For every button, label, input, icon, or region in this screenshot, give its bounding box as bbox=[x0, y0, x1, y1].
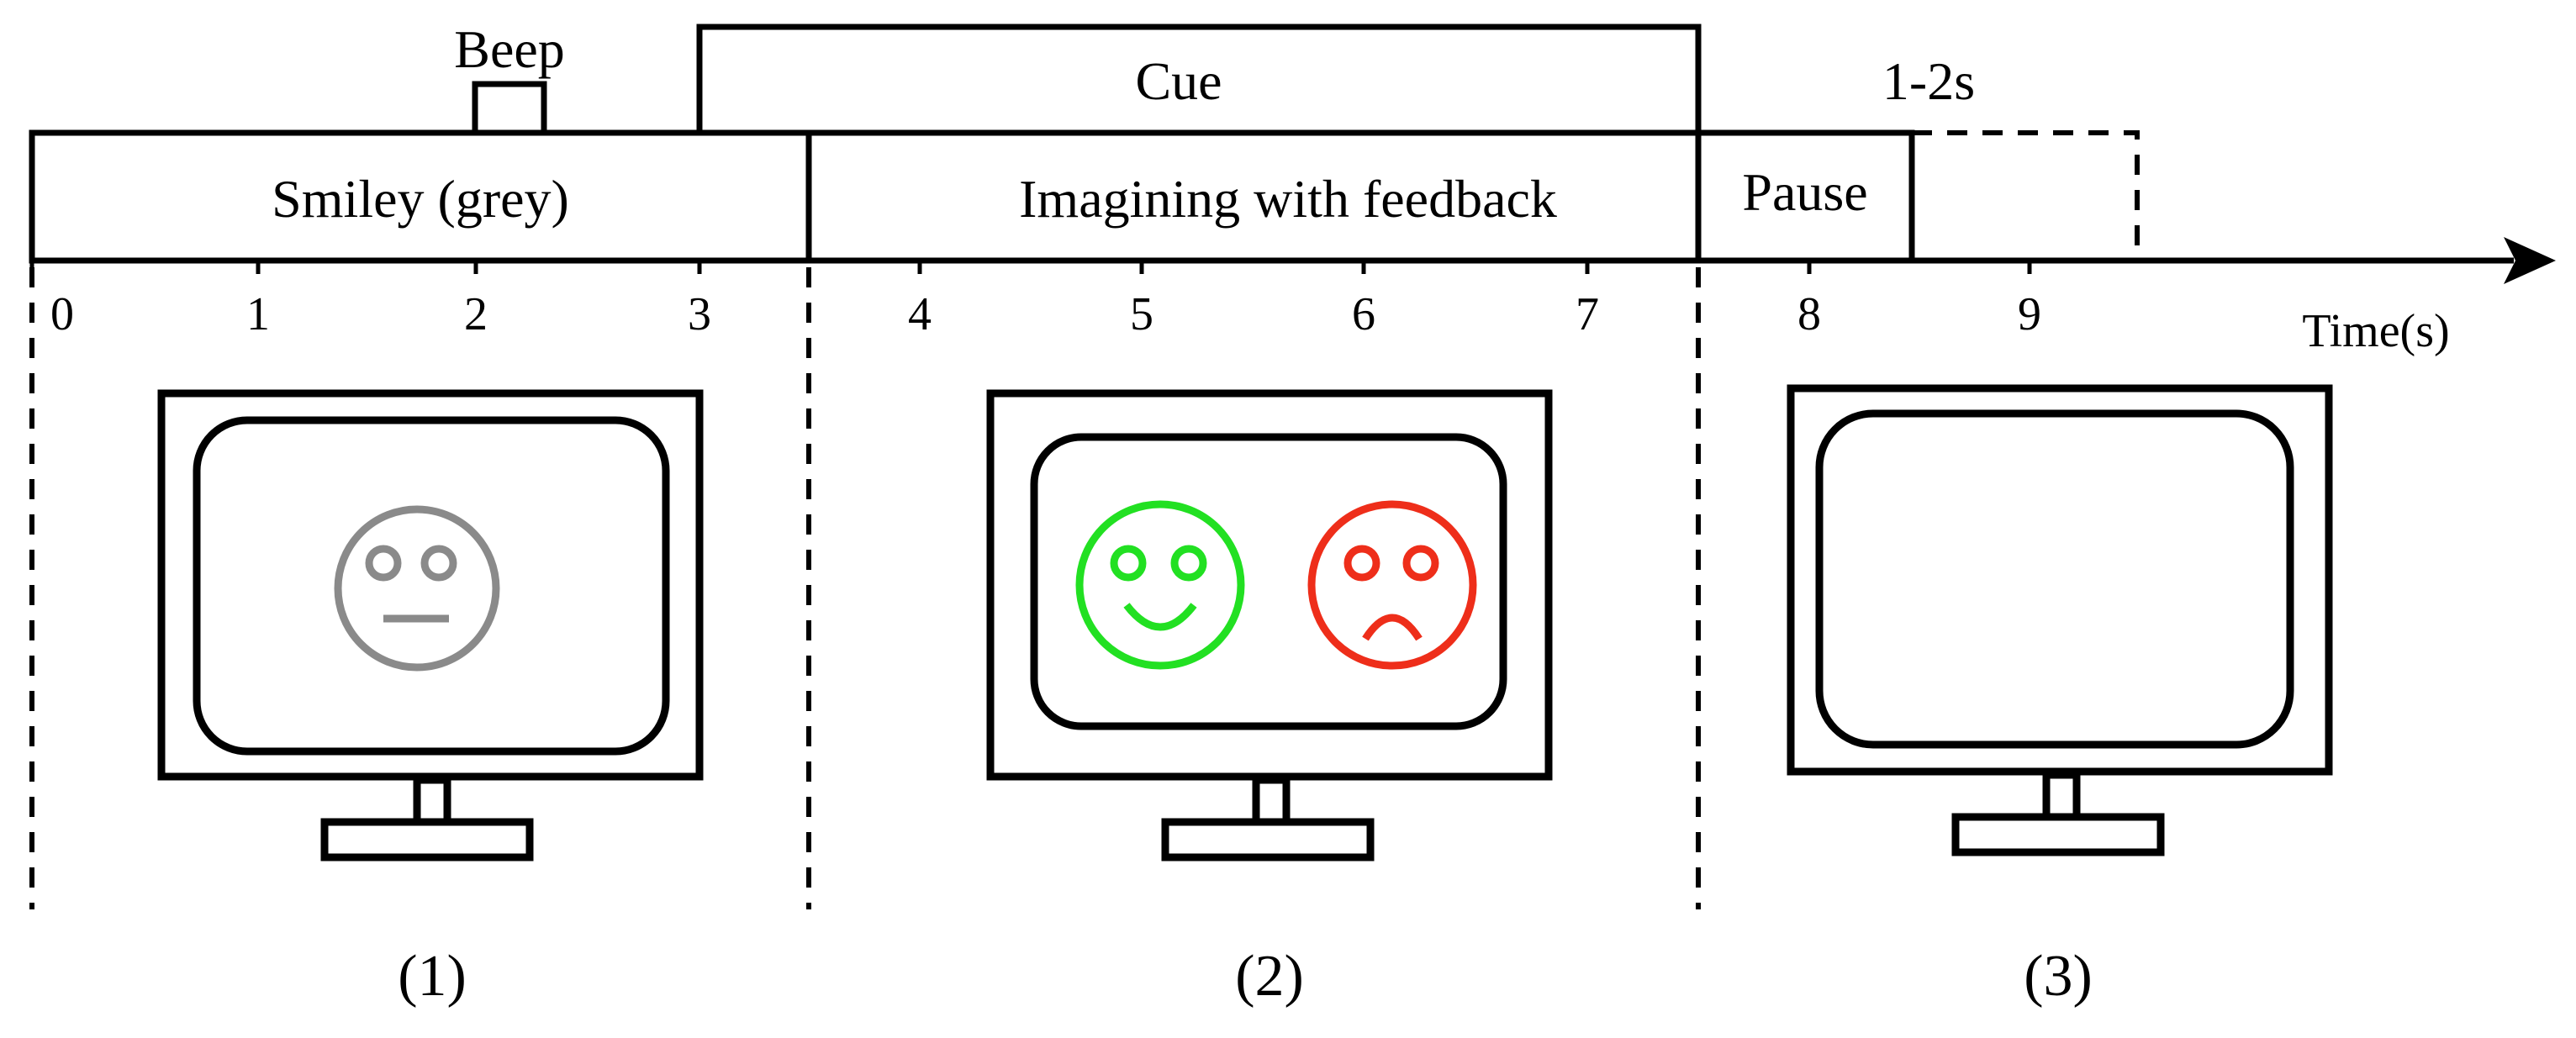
time-axis-title: Time(s) bbox=[2302, 305, 2449, 357]
phase-pause-label: Pause bbox=[1742, 162, 1867, 222]
tick-label-2: 2 bbox=[464, 288, 488, 340]
tick-label-1: 1 bbox=[246, 288, 270, 340]
panel-2-label: (2) bbox=[1235, 944, 1304, 1009]
phase-separators bbox=[29, 267, 1701, 909]
monitor-2-frame bbox=[986, 389, 1553, 781]
monitor-2: (2) bbox=[986, 389, 1553, 1009]
tick-label-5: 5 bbox=[1130, 288, 1153, 340]
neutral-face-icon bbox=[334, 505, 500, 672]
monitor-3-stand bbox=[1951, 813, 2165, 856]
monitor-3-screen bbox=[1815, 409, 2294, 749]
beep-pulse bbox=[472, 81, 547, 136]
interval-dashed-box bbox=[1912, 130, 2140, 261]
cue-label: Cue bbox=[1135, 51, 1222, 111]
monitor-1-neck bbox=[413, 776, 451, 826]
time-axis-ticks: 0 1 2 3 4 5 6 7 8 9 bbox=[29, 261, 2041, 340]
phase-imagining-label: Imagining with feedback bbox=[1019, 169, 1557, 229]
sad-face-icon bbox=[1307, 500, 1477, 670]
tick-label-4: 4 bbox=[908, 288, 932, 340]
tick-label-0: 0 bbox=[50, 288, 74, 340]
monitor-3-neck bbox=[2042, 771, 2081, 821]
timeline: Beep Cue Smiley (grey) Imagining with fe… bbox=[29, 19, 2556, 357]
interval-label: 1-2s bbox=[1882, 51, 1975, 111]
monitor-1: (1) bbox=[157, 389, 704, 1009]
tick-label-9: 9 bbox=[2018, 288, 2041, 340]
phase-smiley-label: Smiley (grey) bbox=[272, 169, 569, 229]
tick-label-7: 7 bbox=[1576, 288, 1599, 340]
monitor-1-screen bbox=[193, 416, 670, 756]
monitor-1-frame bbox=[157, 389, 704, 781]
monitor-2-screen bbox=[1030, 433, 1507, 730]
tick-label-6: 6 bbox=[1352, 288, 1375, 340]
tick-label-8: 8 bbox=[1797, 288, 1821, 340]
monitor-3: (3) bbox=[1787, 384, 2333, 1009]
time-axis-arrowhead bbox=[2504, 237, 2556, 284]
happy-face-icon bbox=[1075, 500, 1245, 670]
panel-3-label: (3) bbox=[2024, 944, 2093, 1009]
beep-label: Beep bbox=[454, 19, 565, 79]
tick-label-3: 3 bbox=[688, 288, 711, 340]
monitor-2-neck bbox=[1252, 776, 1291, 826]
panel-1-label: (1) bbox=[398, 944, 467, 1009]
monitor-3-frame bbox=[1787, 384, 2333, 776]
monitor-2-stand bbox=[1161, 818, 1375, 861]
monitor-1-stand bbox=[320, 818, 534, 861]
